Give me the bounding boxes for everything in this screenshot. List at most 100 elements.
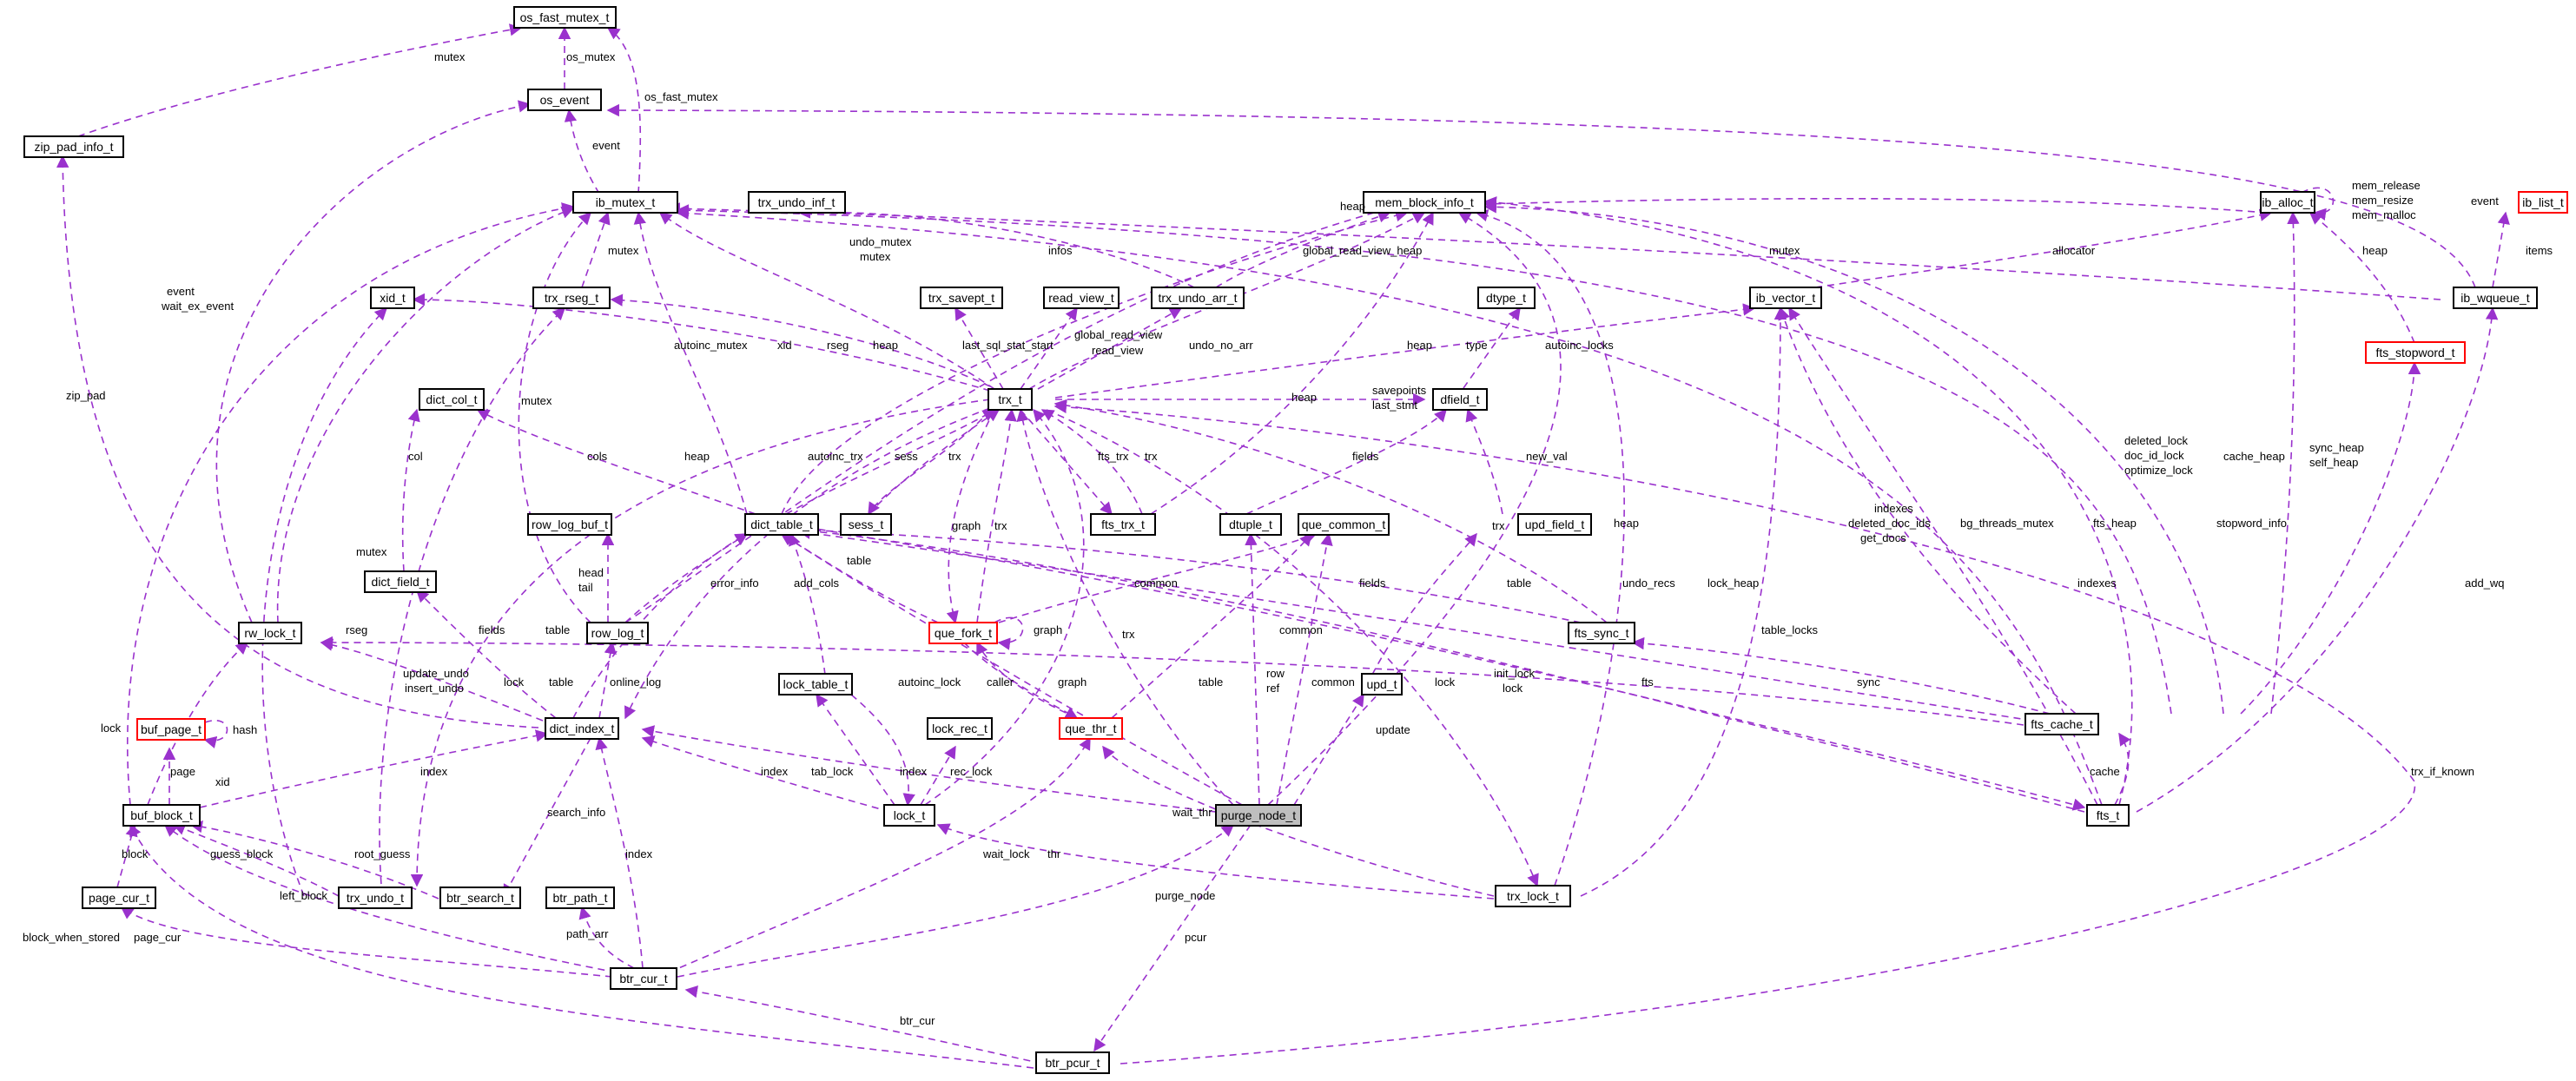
edge-dict_table_t-fts_t — [794, 524, 2086, 811]
edge-label: search_info — [547, 806, 605, 819]
node-ib_mutex_t[interactable]: ib_mutex_t — [572, 191, 678, 214]
edge-label: table — [545, 623, 570, 636]
edge-fts_cache_t-ib_mutex_t — [676, 204, 2172, 715]
edge-label: trx — [1145, 450, 1158, 463]
node-btr_search_t[interactable]: btr_search_t — [439, 887, 521, 909]
node-trx_undo_t[interactable]: trx_undo_t — [338, 887, 413, 909]
edge-fts_cache_t-ib_alloc_t — [2270, 211, 2300, 715]
edge-label: block_when_stored — [23, 931, 120, 944]
node-dtype_t[interactable]: dtype_t — [1477, 287, 1536, 309]
edge-label: fields — [479, 623, 505, 636]
node-rw_lock_t[interactable]: rw_lock_t — [238, 622, 302, 644]
node-ib_alloc_t[interactable]: ib_alloc_t — [2260, 191, 2315, 214]
edge-zip_pad_info_t-os_fast_mutex_t — [77, 23, 523, 137]
node-trx_undo_arr_t[interactable]: trx_undo_arr_t — [1151, 287, 1245, 309]
node-btr_pcur_t[interactable]: btr_pcur_t — [1035, 1051, 1110, 1074]
node-trx_t[interactable]: trx_t — [987, 388, 1033, 411]
edge-trx_t-ib_mutex_t — [658, 212, 995, 390]
node-sess_t[interactable]: sess_t — [840, 513, 892, 536]
node-que_fork_t[interactable]: que_fork_t — [928, 622, 998, 644]
node-dict_col_t[interactable]: dict_col_t — [419, 388, 485, 411]
edge-label: os_fast_mutex — [644, 90, 718, 103]
edge-btr_cur_t-buf_block_t — [163, 824, 618, 973]
edge-dict_index_t-dict_field_t — [415, 589, 557, 719]
node-dict_field_t[interactable]: dict_field_t — [364, 570, 437, 593]
node-dict_index_t[interactable]: dict_index_t — [545, 717, 619, 740]
edge-label: btr_cur — [900, 1014, 935, 1027]
edge-label: caller — [987, 676, 1014, 689]
node-fts_trx_t[interactable]: fts_trx_t — [1090, 513, 1156, 536]
svg-text:os_event: os_event — [540, 93, 590, 107]
svg-text:dict_index_t: dict_index_t — [550, 722, 615, 735]
node-trx_lock_t[interactable]: trx_lock_t — [1495, 885, 1571, 907]
node-ib_list_t[interactable]: ib_list_t — [2518, 191, 2568, 214]
node-fts_sync_t[interactable]: fts_sync_t — [1568, 622, 1635, 644]
node-que_common_t[interactable]: que_common_t — [1298, 513, 1390, 536]
edge-label: wait_thr — [1172, 806, 1212, 819]
svg-text:btr_pcur_t: btr_pcur_t — [1045, 1056, 1100, 1070]
edge-label: mutex — [1769, 244, 1800, 257]
edge-fts_cache_t-fts_sync_t — [1631, 636, 2051, 715]
svg-text:ib_mutex_t: ib_mutex_t — [596, 195, 656, 209]
node-ib_vector_t[interactable]: ib_vector_t — [1749, 287, 1822, 309]
node-row_log_buf_t[interactable]: row_log_buf_t — [527, 513, 612, 536]
node-xid_t[interactable]: xid_t — [370, 287, 415, 309]
node-mem_block_info_t[interactable]: mem_block_info_t — [1363, 191, 1486, 214]
edge-label: os_mutex — [566, 50, 616, 63]
edge-btr_pcur_t-buf_block_t — [129, 823, 1034, 1069]
node-dtuple_t[interactable]: dtuple_t — [1219, 513, 1282, 536]
edge-row_log_t-ib_mutex_t — [518, 211, 591, 623]
node-upd_t[interactable]: upd_t — [1361, 673, 1403, 695]
svg-text:btr_cur_t: btr_cur_t — [619, 972, 667, 985]
node-row_log_t[interactable]: row_log_t — [586, 622, 649, 644]
node-buf_page_t[interactable]: buf_page_t — [136, 718, 206, 741]
node-trx_undo_inf_t[interactable]: trx_undo_inf_t — [748, 191, 846, 214]
node-page_cur_t[interactable]: page_cur_t — [82, 887, 156, 909]
edge-trx_t-que_fork_t — [946, 409, 995, 624]
node-zip_pad_info_t[interactable]: zip_pad_info_t — [23, 135, 124, 158]
node-que_thr_t[interactable]: que_thr_t — [1059, 717, 1123, 740]
node-dfield_t[interactable]: dfield_t — [1432, 388, 1488, 411]
node-read_view_t[interactable]: read_view_t — [1043, 287, 1120, 309]
node-dict_table_t[interactable]: dict_table_t — [744, 513, 819, 536]
node-buf_block_t[interactable]: buf_block_t — [122, 804, 201, 827]
node-os_fast_mutex_t[interactable]: os_fast_mutex_t — [513, 6, 617, 29]
node-purge_node_t[interactable]: purge_node_t — [1215, 804, 1302, 827]
node-lock_rec_t[interactable]: lock_rec_t — [927, 717, 993, 740]
edge-que_thr_t-que_common_t — [1111, 532, 1312, 719]
edge-label: guess_block — [210, 847, 274, 860]
node-fts_t[interactable]: fts_t — [2086, 804, 2130, 827]
node-upd_field_t[interactable]: upd_field_t — [1517, 513, 1592, 536]
node-os_event[interactable]: os_event — [527, 89, 602, 111]
edge-ib_vector_t-ib_alloc_t — [1814, 208, 2273, 288]
svg-text:ib_vector_t: ib_vector_t — [1756, 291, 1816, 305]
svg-text:dict_field_t: dict_field_t — [372, 575, 430, 589]
node-lock_table_t[interactable]: lock_table_t — [778, 673, 853, 695]
node-fts_cache_t[interactable]: fts_cache_t — [2024, 713, 2099, 735]
node-lock_t[interactable]: lock_t — [883, 804, 935, 827]
node-fts_stopword_t[interactable]: fts_stopword_t — [2365, 341, 2466, 364]
edge-label: lock_heap — [1707, 577, 1759, 590]
edge-label: rseg — [827, 339, 849, 352]
node-trx_savept_t[interactable]: trx_savept_t — [920, 287, 1003, 309]
node-btr_cur_t[interactable]: btr_cur_t — [610, 967, 677, 990]
edge-dict_table_t-ib_mutex_t — [633, 211, 748, 515]
svg-text:trx_undo_arr_t: trx_undo_arr_t — [1158, 291, 1237, 305]
svg-text:upd_field_t: upd_field_t — [1525, 517, 1585, 531]
edge-label: lock — [504, 676, 525, 689]
node-ib_wqueue_t[interactable]: ib_wqueue_t — [2453, 287, 2538, 309]
svg-text:row_log_buf_t: row_log_buf_t — [532, 517, 608, 531]
node-btr_path_t[interactable]: btr_path_t — [545, 887, 615, 909]
edge-label: trx — [948, 450, 961, 463]
edge-label: graph — [1034, 623, 1062, 636]
svg-text:trx_savept_t: trx_savept_t — [928, 291, 994, 305]
edge-trx_t-sess_t — [868, 409, 991, 516]
svg-text:upd_t: upd_t — [1366, 677, 1397, 691]
edge-label: add_wq — [2465, 577, 2505, 590]
edge-dict_table_t-mem_block_info_t — [781, 209, 1409, 515]
edge-purge_node_t-dict_index_t — [641, 725, 1217, 813]
edge-ib_mutex_t-os_event — [564, 109, 600, 194]
edge-dict_index_t-zip_pad_info_t — [56, 155, 539, 728]
node-trx_rseg_t[interactable]: trx_rseg_t — [532, 287, 611, 309]
